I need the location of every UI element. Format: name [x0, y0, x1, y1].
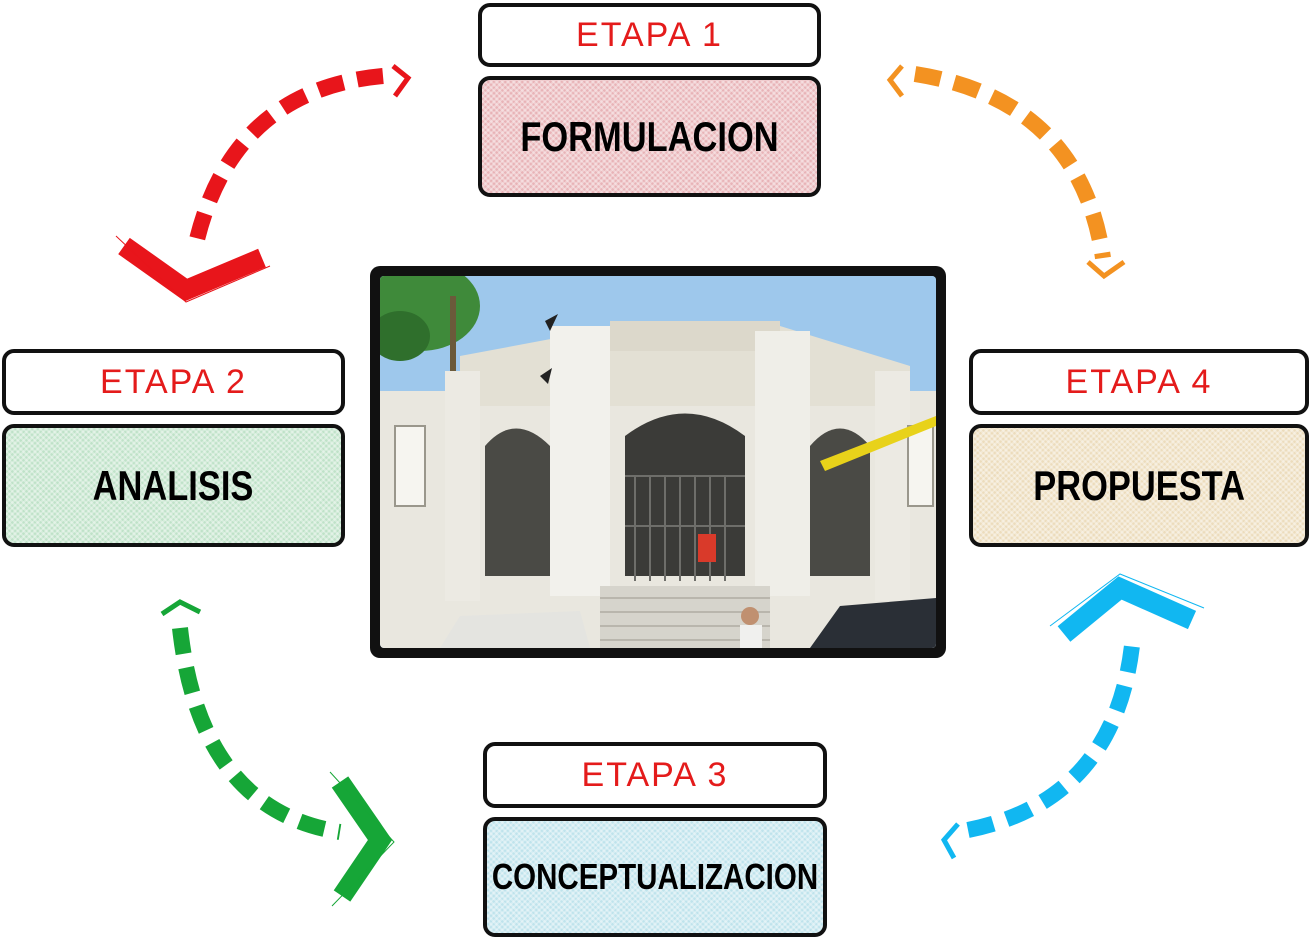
stage-3-label: ETAPA 3	[483, 742, 827, 808]
arrow-stage1-to-stage2	[115, 64, 412, 303]
stage-4-name: PROPUESTA	[1033, 461, 1245, 509]
stage-3-name: CONCEPTUALIZACION	[491, 856, 819, 897]
stage-2-name: ANALISIS	[93, 461, 254, 509]
building-facade-photo	[380, 276, 936, 648]
stage-1-name: FORMULACION	[520, 112, 779, 160]
stage-1-label: ETAPA 1	[478, 3, 821, 67]
stage-3-box: CONCEPTUALIZACION	[483, 817, 827, 937]
stage-2-box: ANALISIS	[2, 424, 345, 547]
stage-4-box: PROPUESTA	[969, 424, 1309, 547]
stage-4-label: ETAPA 4	[969, 349, 1309, 415]
arrow-stage2-to-stage3	[160, 599, 395, 907]
arrow-stage3-to-stage4	[940, 573, 1205, 860]
building-photo-frame	[370, 266, 946, 658]
stage-1-box: FORMULACION	[478, 76, 821, 197]
arrow-stage4-to-stage1	[886, 64, 1126, 280]
stage-2-label: ETAPA 2	[2, 349, 345, 415]
